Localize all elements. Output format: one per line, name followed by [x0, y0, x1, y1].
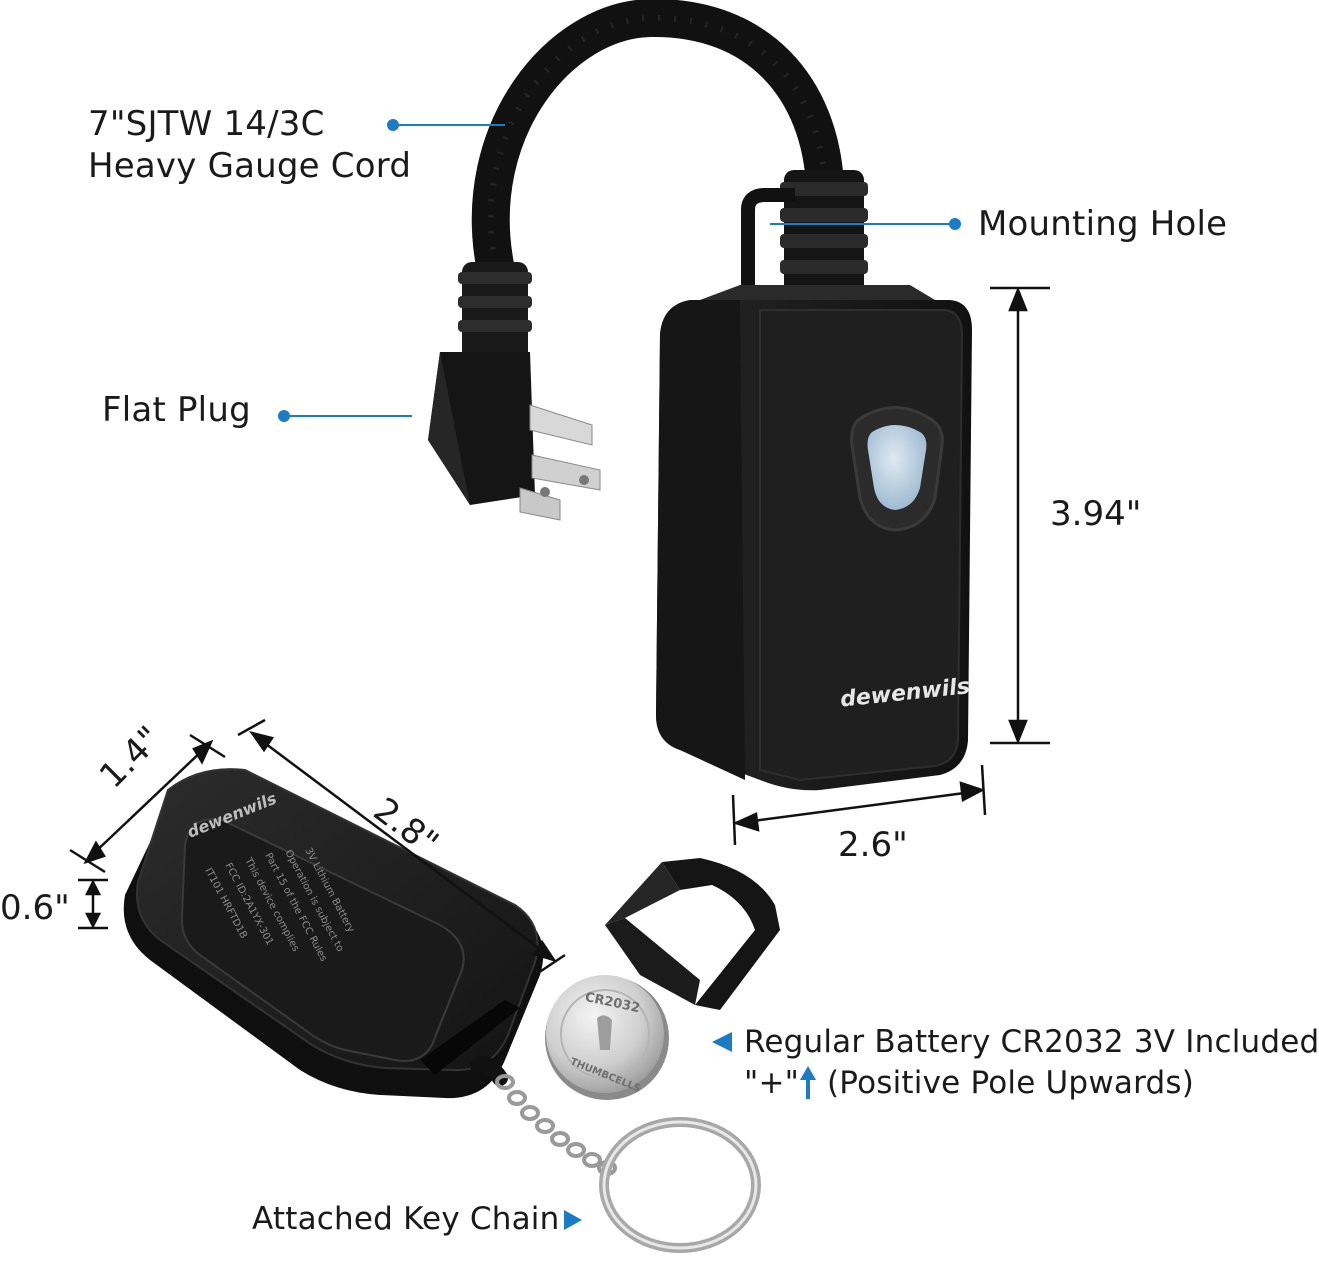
remote-control: IT101 HRFTD1B FCC ID:2A1YX-301 This devi…	[123, 768, 544, 1099]
mounting-hole-label: Mounting Hole	[978, 204, 1228, 244]
mounting-hole-callout-line	[770, 218, 961, 230]
width-dimension-line	[731, 764, 987, 846]
up-arrow-icon	[800, 1066, 816, 1099]
key-chain-pointer-icon	[564, 1210, 582, 1230]
cord-spec-label: 7"SJTW 14/3C	[88, 104, 325, 144]
remote-thickness-dimension-line	[78, 878, 108, 930]
key-chain	[470, 1055, 761, 1253]
width-dimension-label: 2.6"	[838, 825, 908, 865]
remote-width-dimension-line	[69, 733, 226, 874]
battery-polarity-label: (Positive Pole Upwards)	[827, 1065, 1194, 1101]
cord-callout-line	[387, 119, 505, 131]
key-chain-label: Attached Key Chain	[252, 1201, 560, 1237]
battery-plus-label: "+"	[744, 1065, 800, 1101]
cord-description-label: Heavy Gauge Cord	[88, 146, 412, 186]
flat-plug	[428, 262, 601, 521]
remote-thickness-dimension-label: 0.6"	[0, 888, 70, 928]
product-diagram: dewenwils IT101 HRFTD1B FCC ID:2A1YX-301…	[0, 0, 1319, 1253]
cr2032-battery: CR2032 THUMBCELLS	[545, 975, 669, 1100]
flat-plug-label: Flat Plug	[102, 390, 251, 430]
battery-info-label: Regular Battery CR2032 3V Included	[744, 1024, 1319, 1060]
outdoor-outlet: dewenwils	[656, 170, 972, 791]
remote-length-dimension-line	[237, 718, 566, 977]
height-dimension-line	[990, 286, 1050, 745]
mounting-hole	[741, 188, 795, 290]
product-illustration: dewenwils IT101 HRFTD1B FCC ID:2A1YX-301…	[69, 0, 1050, 1253]
power-cord	[471, 0, 844, 284]
mounting-clip	[605, 858, 780, 1010]
battery-pointer-icon	[712, 1032, 732, 1052]
flat-plug-callout-line	[278, 410, 412, 422]
height-dimension-label: 3.94"	[1050, 494, 1142, 534]
